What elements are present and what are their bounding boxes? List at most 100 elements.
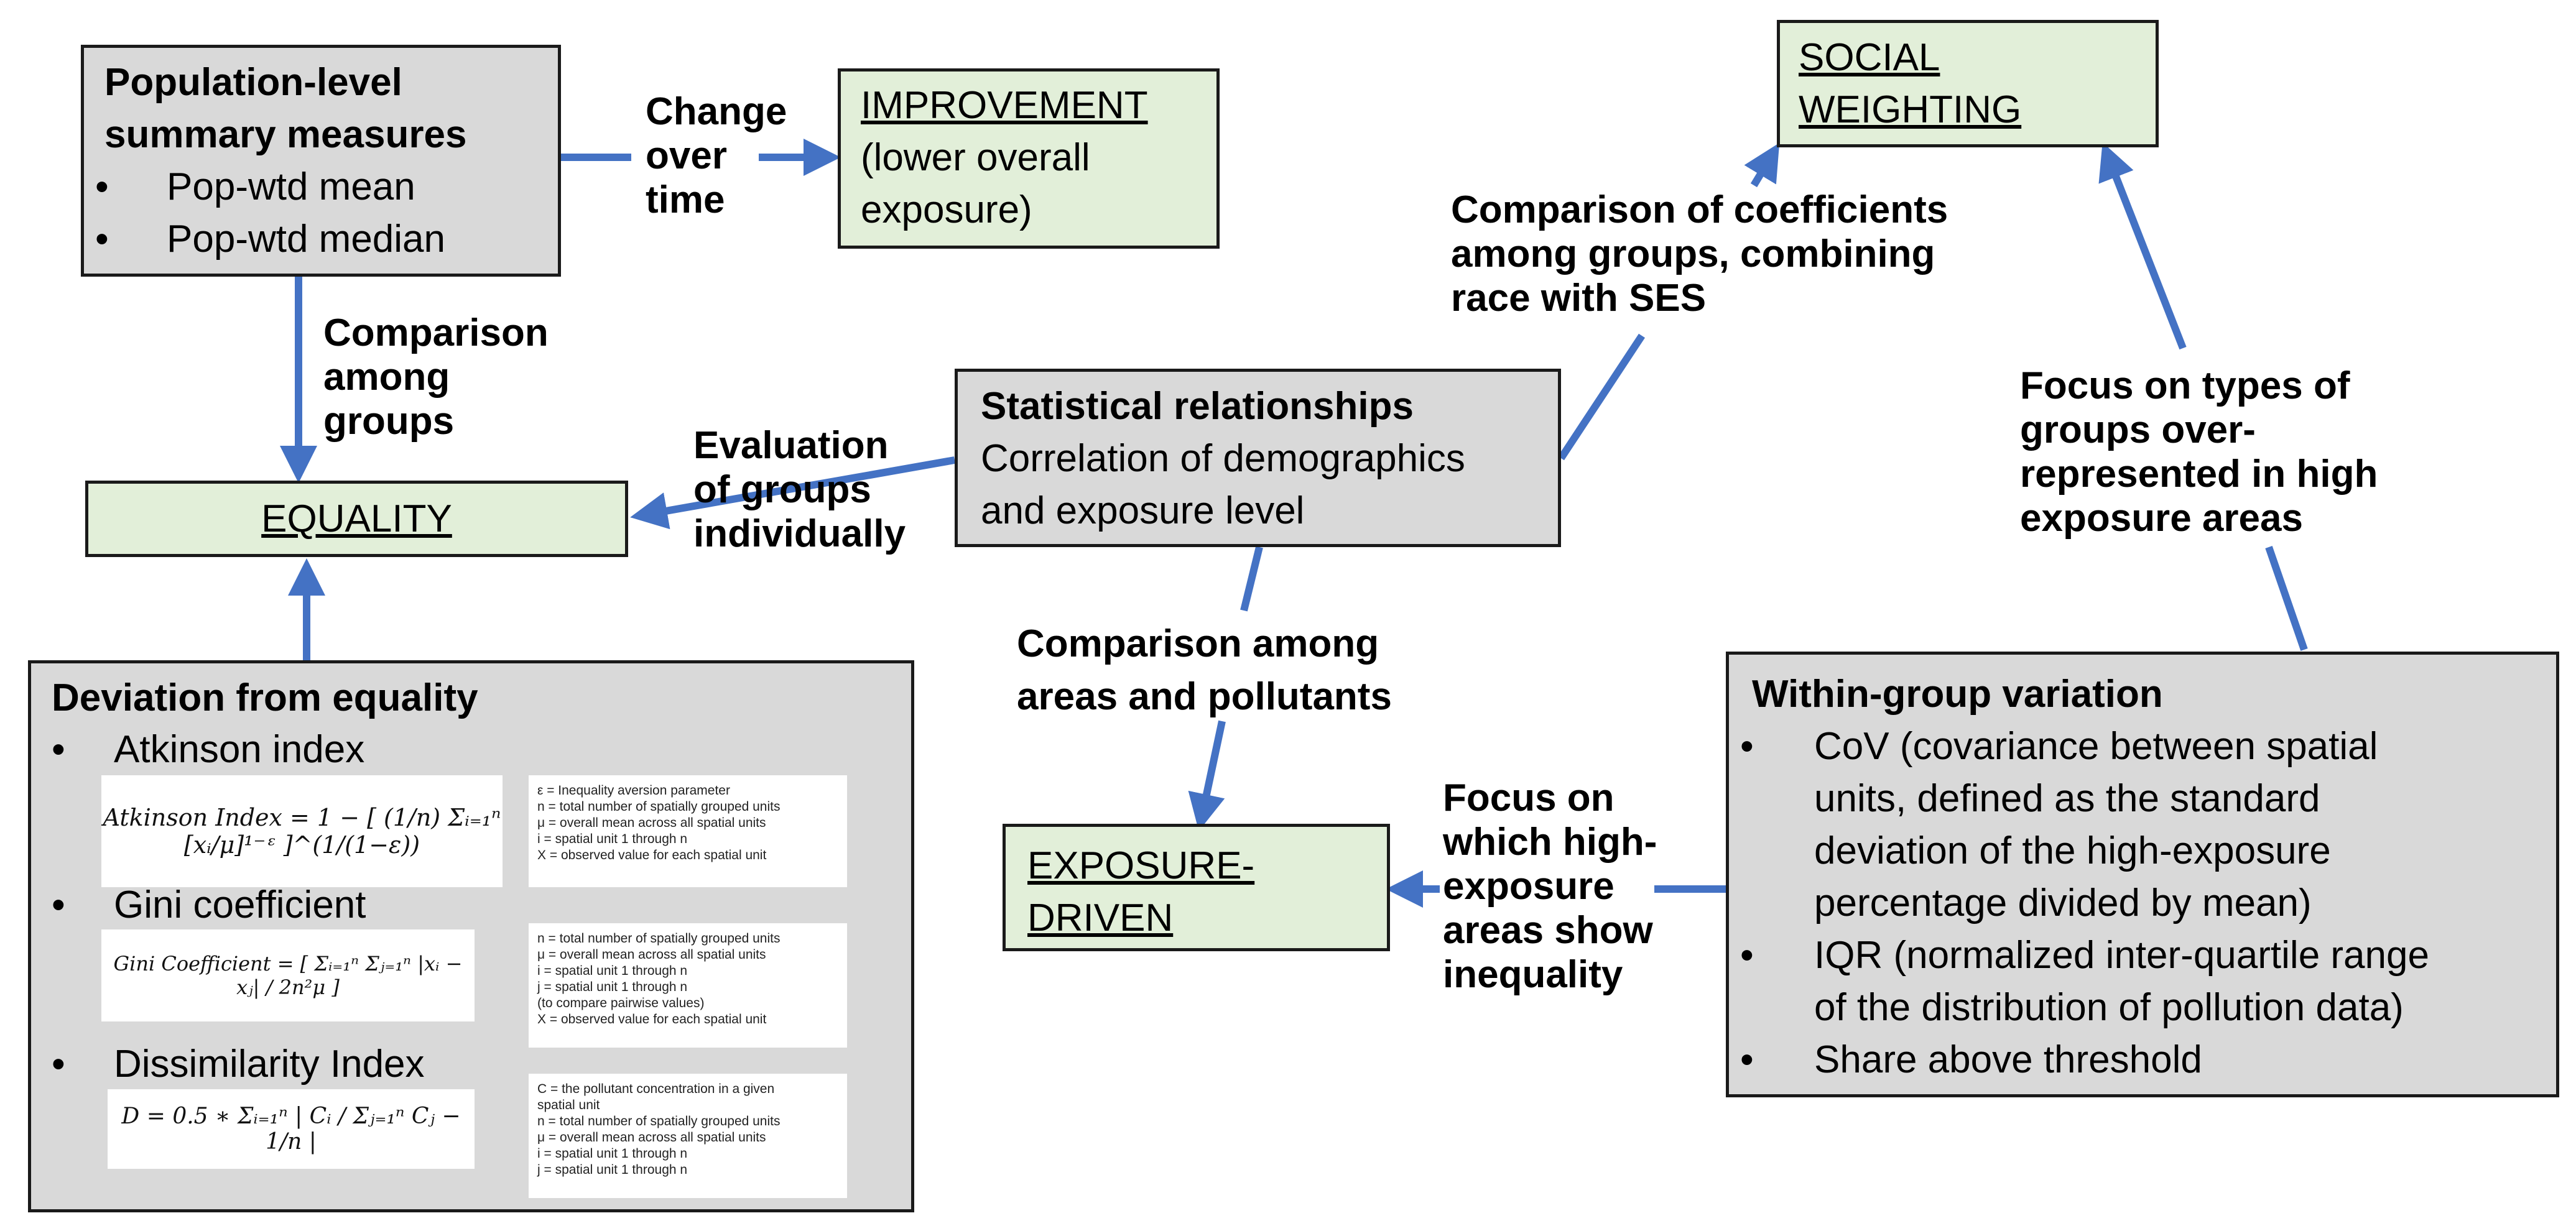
label-line: among — [323, 356, 450, 399]
label-line: exposure — [1443, 865, 1615, 908]
dissimilarity-formula: D = 0.5 ∗ Σᵢ₌₁ⁿ | Cᵢ / Σⱼ₌₁ⁿ Cⱼ − 1/n | — [108, 1089, 475, 1169]
gini-legend-line: X = observed value for each spatial unit — [537, 1012, 767, 1026]
label-comparison-among-groups: Comparison among groups — [323, 311, 549, 443]
label-line: exposure areas — [2020, 497, 2303, 540]
label-line: groups over- — [2020, 408, 2256, 451]
bullet-pop-wtd-mean: Pop-wtd mean — [84, 161, 558, 213]
dissimilarity-legend-line: i = spatial unit 1 through n — [537, 1146, 688, 1161]
dissimilarity-legend-line: n = total number of spatially grouped un… — [537, 1114, 781, 1128]
arrow-focus-to-social — [2098, 142, 2187, 350]
bullet-pop-wtd-median: Pop-wtd median — [84, 213, 558, 265]
bullet-iqr-line-2: of the distribution of pollution data) — [1814, 986, 2404, 1029]
arrow-within-to-focus — [2265, 546, 2308, 651]
atkinson-legend-line: n = total number of spatially grouped un… — [537, 800, 781, 814]
bullet-dot: • — [52, 1043, 65, 1086]
bullet-cov: CoV (covariance between spatial units, d… — [1729, 721, 2556, 929]
label-comparison-among-areas: Comparison among areas and pollutants — [1017, 617, 1392, 723]
label-change-over-time: Change over time — [646, 90, 787, 222]
population-title-line-2: summary measures — [104, 113, 467, 156]
arrow-statistical-to-equality — [630, 456, 956, 530]
within-group-variation-box: Within-group variation CoV (covariance b… — [1726, 652, 2559, 1097]
deviation-from-equality-box: Deviation from equality • Atkinson index… — [28, 660, 914, 1212]
atkinson-legend-line: X = observed value for each spatial unit — [537, 848, 767, 862]
label-focus-on-high-exposure-areas: Focus on which high- exposure areas show… — [1443, 776, 1657, 997]
label-line: over — [646, 134, 727, 177]
label-line: among groups, combining — [1451, 233, 1935, 275]
atkinson-label: Atkinson index — [114, 728, 365, 771]
label-line: Evaluation — [693, 424, 889, 467]
population-bullet-list: Pop-wtd mean Pop-wtd median — [84, 161, 558, 265]
bullet-iqr: IQR (normalized inter-quartile range of … — [1729, 929, 2556, 1034]
atkinson-legend: ε = Inequality aversion parameter n = to… — [529, 775, 847, 887]
arrow-coefficients-to-social — [1744, 142, 1780, 188]
gini-legend-line: (to compare pairwise values) — [537, 996, 705, 1010]
population-summary-box: Population-level summary measures Pop-wt… — [81, 45, 561, 277]
dissimilarity-legend-line: spatial unit — [537, 1098, 600, 1112]
label-line: of groups — [693, 468, 871, 511]
deviation-item-atkinson: • Atkinson index — [52, 724, 364, 776]
dissimilarity-legend: C = the pollutant concentration in a giv… — [529, 1074, 847, 1198]
label-comparison-of-coefficients: Comparison of coefficients among groups,… — [1451, 188, 1948, 320]
statistical-line-2: and exposure level — [981, 489, 1305, 532]
label-line: Comparison — [323, 311, 549, 354]
bullet-cov-line-4: percentage divided by mean) — [1814, 882, 2312, 924]
label-line: Change — [646, 90, 787, 133]
dissimilarity-label: Dissimilarity Index — [114, 1043, 425, 1086]
improvement-heading: IMPROVEMENT — [861, 84, 1148, 127]
gini-legend-line: i = spatial unit 1 through n — [537, 964, 688, 978]
population-title-line-1: Population-level — [104, 61, 402, 104]
label-line: groups — [323, 400, 455, 443]
label-line: areas show — [1443, 909, 1653, 952]
dissimilarity-legend-line: C = the pollutant concentration in a giv… — [537, 1082, 775, 1096]
statistical-relationships-box: Statistical relationships Correlation of… — [955, 369, 1561, 547]
deviation-item-gini: • Gini coefficient — [52, 879, 366, 931]
gini-legend-line: j = spatial unit 1 through n — [537, 980, 688, 994]
within-group-bullet-list: CoV (covariance between spatial units, d… — [1729, 721, 2556, 1086]
label-line: inequality — [1443, 953, 1623, 996]
gini-legend-line: n = total number of spatially grouped un… — [537, 931, 781, 946]
label-line: individually — [693, 512, 906, 555]
improvement-line-2: exposure) — [861, 188, 1032, 231]
label-line: Comparison among — [1017, 622, 1379, 665]
bullet-share-above-threshold: Share above threshold — [1729, 1034, 2556, 1086]
exposure-driven-line-2: DRIVEN — [1027, 897, 1174, 939]
atkinson-formula: Atkinson Index = 1 − [ (1/n) Σᵢ₌₁ⁿ [xᵢ/μ… — [101, 775, 503, 887]
gini-label: Gini coefficient — [114, 883, 366, 926]
bullet-dot: • — [52, 728, 65, 771]
atkinson-legend-line: μ = overall mean across all spatial unit… — [537, 816, 766, 830]
equality-heading: EQUALITY — [261, 497, 452, 540]
label-line: Focus on — [1443, 777, 1615, 819]
deviation-item-dissimilarity: • Dissimilarity Index — [52, 1038, 425, 1090]
bullet-share-line-1: Share above threshold — [1814, 1038, 2202, 1081]
label-line: represented in high — [2020, 453, 2378, 496]
social-weighting-line-1: SOCIAL — [1799, 36, 1940, 79]
arrow-statistical-to-comparison — [1240, 546, 1263, 612]
gini-legend-line: μ = overall mean across all spatial unit… — [537, 947, 766, 962]
atkinson-legend-line: ε = Inequality aversion parameter — [537, 783, 730, 798]
label-line: which high- — [1443, 821, 1657, 864]
dissimilarity-legend-line: μ = overall mean across all spatial unit… — [537, 1130, 766, 1145]
label-line: time — [646, 178, 725, 221]
label-evaluation-of-groups: Evaluation of groups individually — [693, 423, 906, 556]
bullet-cov-line-2: units, defined as the standard — [1814, 777, 2320, 820]
bullet-cov-line-3: deviation of the high-exposure — [1814, 829, 2331, 872]
improvement-line-1: (lower overall — [861, 136, 1090, 179]
dissimilarity-legend-line: j = spatial unit 1 through n — [537, 1163, 688, 1177]
exposure-driven-box: EXPOSURE- DRIVEN — [1003, 824, 1390, 951]
exposure-driven-line-1: EXPOSURE- — [1027, 844, 1255, 887]
label-line: Comparison of coefficients — [1451, 188, 1948, 231]
arrow-statistical-to-coefficients — [1557, 333, 1646, 461]
bullet-cov-line-1: CoV (covariance between spatial — [1814, 725, 2378, 768]
label-focus-on-types-of-groups: Focus on types of groups over- represent… — [2020, 364, 2378, 540]
bullet-dot: • — [52, 883, 65, 926]
label-line: areas and pollutants — [1017, 675, 1392, 718]
atkinson-legend-line: i = spatial unit 1 through n — [537, 832, 688, 846]
gini-formula: Gini Coefficient = [ Σᵢ₌₁ⁿ Σⱼ₌₁ⁿ |xᵢ − x… — [101, 929, 475, 1021]
improvement-box: IMPROVEMENT (lower overall exposure) — [838, 68, 1220, 249]
within-group-title: Within-group variation — [1752, 673, 2163, 716]
statistical-title: Statistical relationships — [981, 385, 1414, 428]
deviation-title: Deviation from equality — [52, 676, 478, 719]
label-line: race with SES — [1451, 277, 1707, 320]
